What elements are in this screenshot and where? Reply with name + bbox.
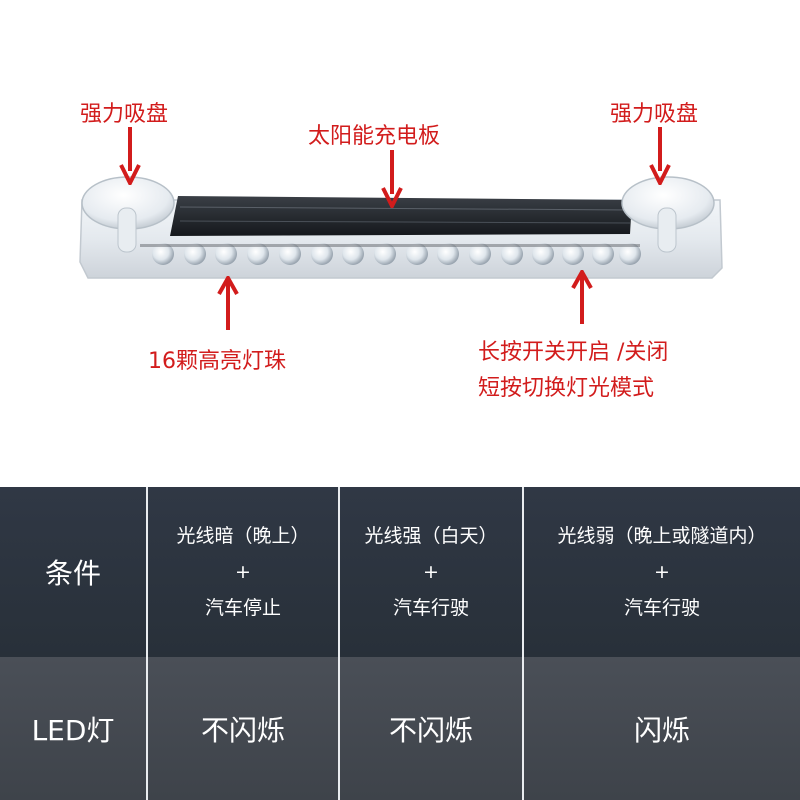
led-mode-cell: 不闪烁 bbox=[200, 713, 285, 747]
condition-cell: 光线强（白天） + 汽车行驶 bbox=[340, 487, 522, 657]
divider bbox=[522, 487, 524, 800]
row-header-led: LED灯 bbox=[31, 713, 115, 747]
divider bbox=[338, 487, 340, 800]
led-row bbox=[0, 657, 800, 800]
callout-left-suction: 强力吸盘 bbox=[80, 102, 169, 127]
solar-panel bbox=[170, 196, 632, 236]
callout-switch-line2: 短按切换灯光模式 bbox=[478, 376, 655, 401]
condition-cell: 光线弱（晚上或隧道内） + 汽车行驶 bbox=[524, 487, 800, 657]
condition-plus: + bbox=[423, 561, 439, 583]
divider bbox=[146, 487, 148, 800]
condition-vehicle: 汽车行驶 bbox=[392, 597, 469, 619]
condition-cell: 光线暗（晚上） + 汽车停止 bbox=[148, 487, 338, 657]
mode-table: 条件 LED灯 光线暗（晚上） + 汽车停止 光线强（白天） + 汽车行驶 光线… bbox=[0, 487, 800, 800]
callout-switch-line1: 长按开关开启 /关闭 bbox=[478, 340, 669, 365]
condition-plus: + bbox=[654, 561, 670, 583]
condition-light: 光线暗（晚上） bbox=[176, 525, 310, 547]
arrow-up-icon bbox=[571, 270, 593, 324]
callout-solar-panel: 太阳能充电板 bbox=[308, 124, 441, 149]
led-mode-cell: 闪烁 bbox=[633, 713, 690, 747]
led-mode-cell: 不闪烁 bbox=[388, 713, 473, 747]
condition-light: 光线强（白天） bbox=[364, 525, 498, 547]
condition-light: 光线弱（晚上或隧道内） bbox=[557, 525, 767, 547]
callout-leds: 16颗高亮灯珠 bbox=[148, 349, 286, 374]
arrow-down-icon bbox=[119, 127, 141, 185]
arrow-down-icon bbox=[381, 150, 403, 208]
solar-led-light-bar-image bbox=[79, 176, 723, 279]
arrow-down-icon bbox=[649, 127, 671, 185]
callout-right-suction: 强力吸盘 bbox=[610, 102, 699, 127]
product-image-area: 强力吸盘 强力吸盘 太阳能充电板 16颗高亮灯珠 长按开关开启 /关闭 短按切换… bbox=[79, 102, 723, 401]
led-beads bbox=[152, 243, 641, 265]
condition-vehicle: 汽车停止 bbox=[204, 597, 281, 619]
row-header-condition: 条件 bbox=[44, 557, 101, 590]
condition-row bbox=[0, 487, 800, 657]
arrow-up-icon bbox=[217, 276, 239, 330]
condition-vehicle: 汽车行驶 bbox=[623, 597, 700, 619]
condition-plus: + bbox=[235, 561, 251, 583]
